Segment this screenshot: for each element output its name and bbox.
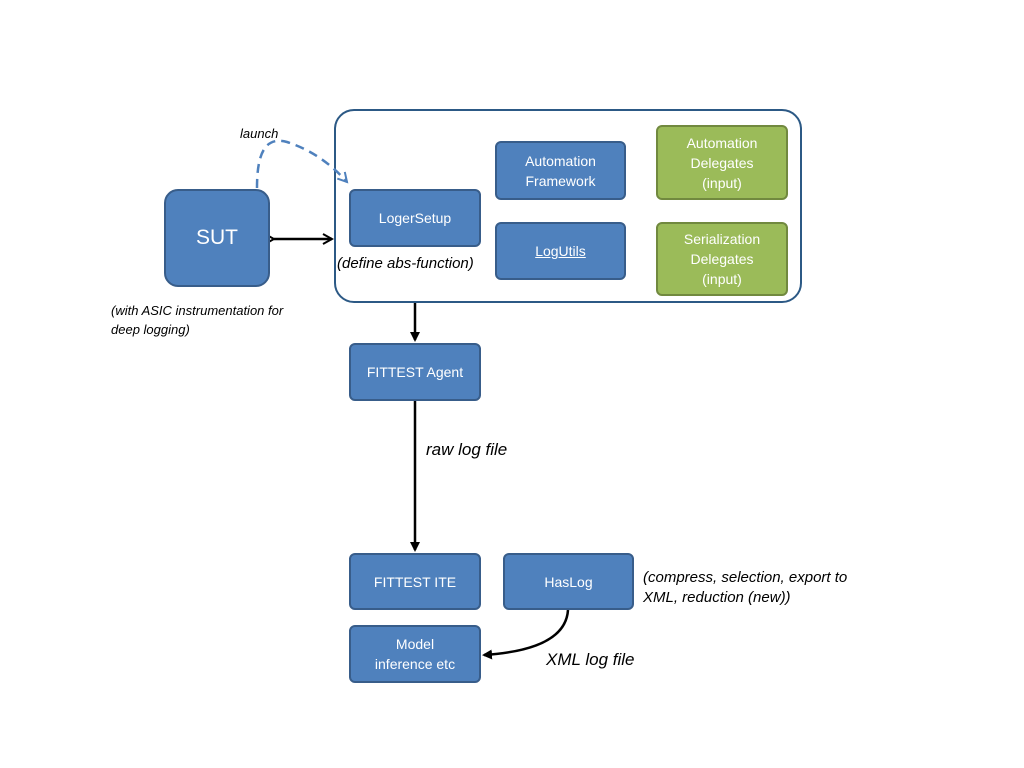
fittest-ite-node[interactable]: FITTEST ITE xyxy=(349,553,481,610)
serialization-delegates-node[interactable]: Serialization Delegates (input) xyxy=(656,222,788,296)
log-utils-label: LogUtils xyxy=(535,243,586,259)
sut-note-line2: deep logging) xyxy=(111,322,190,337)
automation-framework-label-line1: Automation xyxy=(525,152,596,169)
model-inference-label-line1: Model xyxy=(395,636,435,652)
automation-delegates-label-line2: Delegates xyxy=(690,154,754,171)
sut-note-line1: (with ASIC instrumentation for xyxy=(111,303,284,318)
serialization-delegates-label-line2: Delegates xyxy=(690,251,754,267)
haslog-node[interactable]: HasLog xyxy=(503,553,634,610)
serialization-delegates-label-line1: Serialization xyxy=(683,231,761,247)
define-abs-function-label: (define abs-function) xyxy=(337,255,474,272)
sut-note: (with ASIC instrumentation for deep logg… xyxy=(111,301,283,339)
fittest-agent-label: FITTEST Agent xyxy=(366,364,464,380)
log-utils-node[interactable]: LogUtils xyxy=(495,222,626,280)
haslog-label: HasLog xyxy=(544,573,593,590)
automation-delegates-label-line1: Automation xyxy=(686,134,758,151)
haslog-note-line2: XML, reduction (new)) xyxy=(643,589,791,606)
launch-label: launch xyxy=(240,126,279,141)
model-inference-node[interactable]: Model inference etc xyxy=(349,625,481,683)
sut-label: SUT xyxy=(196,226,238,249)
loger-setup-label: LogerSetup xyxy=(378,210,452,226)
xml-log-file-label: XML log file xyxy=(546,650,635,669)
automation-delegates-node[interactable]: Automation Delegates (input) xyxy=(656,125,788,200)
model-inference-label-line2: inference etc xyxy=(374,656,456,672)
raw-log-file-label: raw log file xyxy=(426,440,508,459)
edge-haslog-model xyxy=(482,609,570,660)
automation-delegates-label-line3: (input) xyxy=(702,174,742,191)
loger-setup-node[interactable]: LogerSetup xyxy=(349,189,481,247)
haslog-note-line1: (compress, selection, export to xyxy=(643,569,848,586)
serialization-delegates-label-line3: (input) xyxy=(702,271,742,287)
haslog-note: (compress, selection, export to XML, red… xyxy=(643,568,847,608)
fittest-agent-node[interactable]: FITTEST Agent xyxy=(349,343,481,401)
automation-framework-node[interactable]: Automation Framework xyxy=(495,141,626,200)
edge-launch xyxy=(255,139,347,189)
fittest-ite-label: FITTEST ITE xyxy=(373,573,457,590)
automation-framework-label-line2: Framework xyxy=(525,172,596,189)
sut-node[interactable]: SUT xyxy=(164,189,270,287)
